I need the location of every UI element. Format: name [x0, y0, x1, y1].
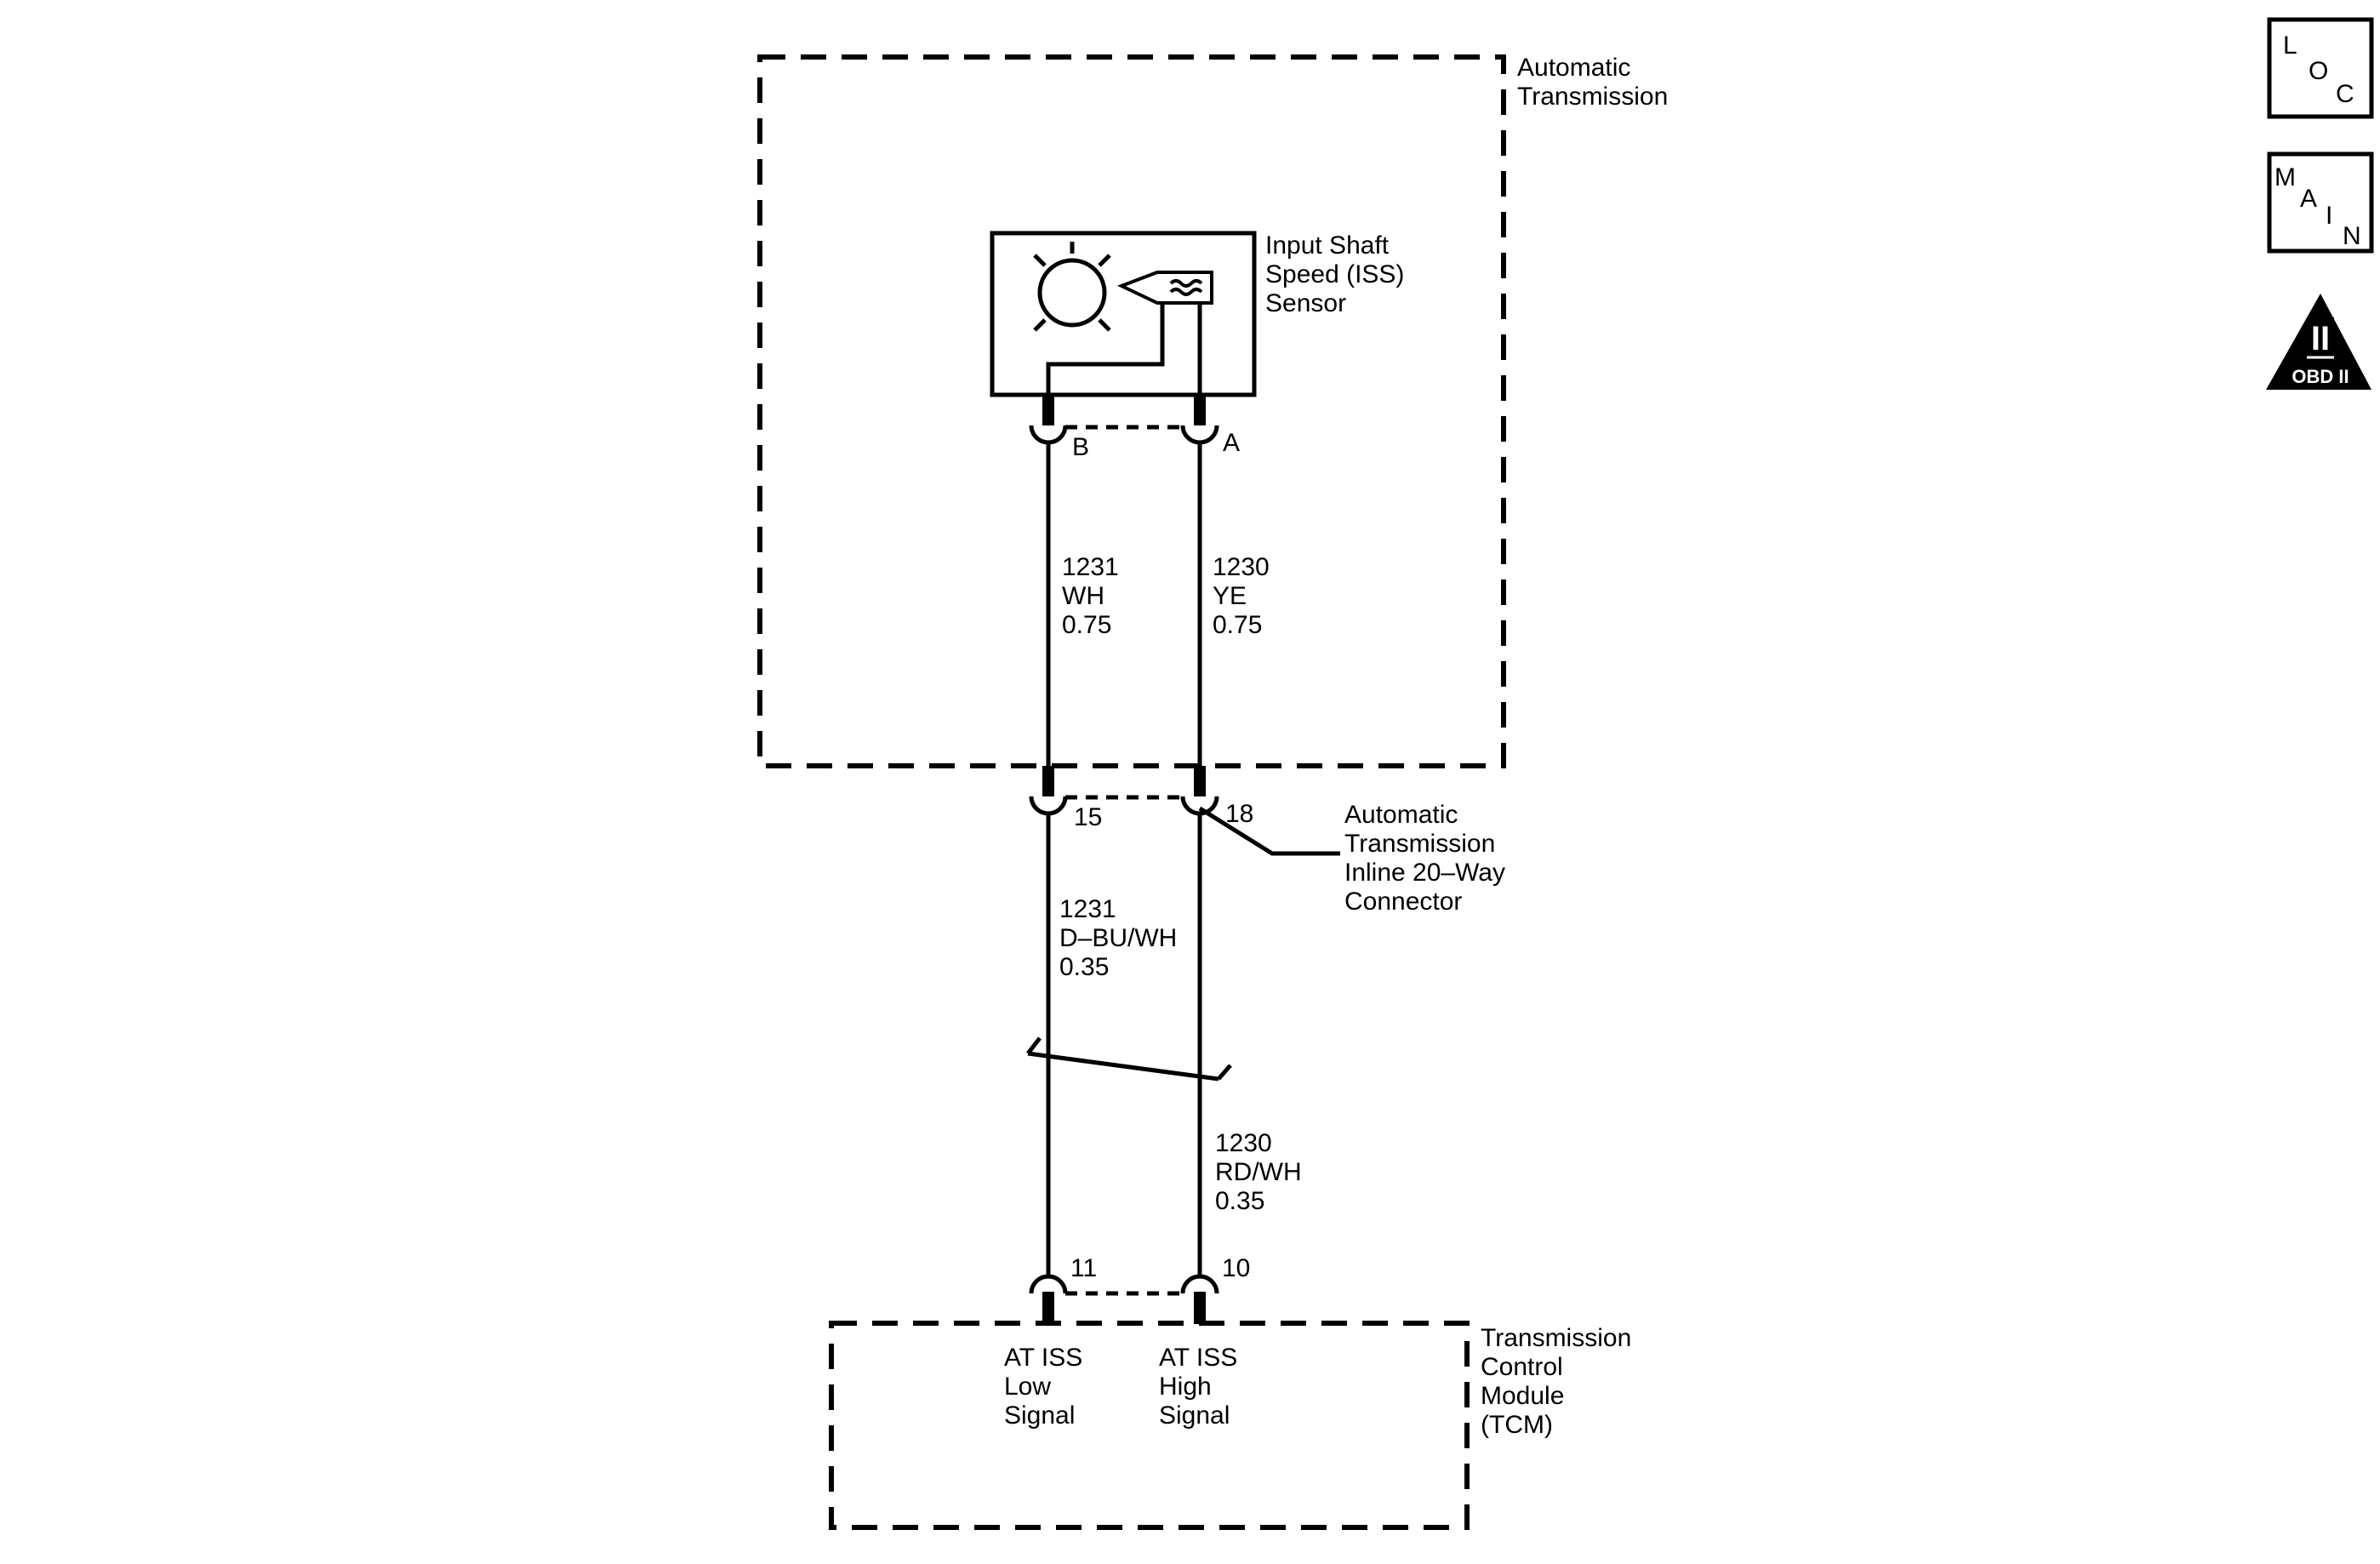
svg-text:C: C [2336, 80, 2354, 108]
svg-text:0.75: 0.75 [1062, 611, 1111, 639]
sensor-tone-wheel-icon [1033, 242, 1111, 332]
svg-text:1230: 1230 [1215, 1129, 1272, 1157]
svg-text:1231: 1231 [1059, 895, 1116, 923]
svg-text:Speed (ISS): Speed (ISS) [1265, 260, 1404, 288]
tcm-signal-high: AT ISS High Signal [1159, 1344, 1237, 1430]
tcm-label: Transmission Control Module (TCM) [1481, 1324, 1631, 1439]
svg-text:M: M [2274, 163, 2296, 191]
wire-label-1231-wh: 1231 WH 0.75 [1062, 553, 1119, 639]
svg-text:Control: Control [1481, 1353, 1563, 1381]
sensor-pickup-icon [1116, 271, 1213, 305]
pin-label-15: 15 [1074, 803, 1102, 831]
svg-text:Automatic: Automatic [1517, 54, 1630, 82]
wire-label-1230-ye: 1230 YE 0.75 [1213, 553, 1270, 639]
pin-label-10: 10 [1222, 1254, 1250, 1282]
svg-text:O: O [2309, 57, 2328, 85]
svg-text:II: II [2311, 320, 2330, 357]
svg-text:0.35: 0.35 [1059, 953, 1109, 981]
svg-text:AT ISS: AT ISS [1004, 1344, 1082, 1372]
svg-text:A: A [2300, 185, 2317, 213]
loc-button[interactable]: L O C [2267, 17, 2374, 119]
svg-text:Transmission: Transmission [1517, 83, 1668, 111]
svg-text:Inline 20–Way: Inline 20–Way [1344, 859, 1505, 887]
obd-ii-icon[interactable]: II OBD II [2266, 294, 2371, 390]
iss-sensor-box [990, 231, 1257, 397]
wires-lower [1046, 813, 1202, 1276]
svg-text:Transmission: Transmission [1481, 1324, 1631, 1352]
twisted-pair-icon [1026, 1036, 1232, 1082]
pin-label-11: 11 [1070, 1254, 1097, 1282]
main-button[interactable]: M A I N [2267, 151, 2374, 254]
tcm-connector [1029, 1274, 1219, 1324]
svg-text:OBD II: OBD II [2292, 366, 2349, 387]
svg-text:Low: Low [1004, 1373, 1051, 1401]
inline-connector [1029, 766, 1340, 856]
wire-label-1231-dbu-wh: 1231 D–BU/WH 0.35 [1059, 895, 1177, 981]
pin-label-a: A [1223, 429, 1240, 457]
svg-text:Transmission: Transmission [1344, 830, 1495, 858]
sensor-connector [1029, 395, 1219, 445]
iss-sensor-label: Input Shaft Speed (ISS) Sensor [1265, 231, 1404, 317]
svg-text:I: I [2326, 202, 2332, 230]
svg-text:Sensor: Sensor [1265, 289, 1346, 317]
svg-text:RD/WH: RD/WH [1215, 1158, 1302, 1186]
svg-text:0.35: 0.35 [1215, 1187, 1264, 1215]
svg-text:YE: YE [1213, 582, 1247, 610]
wire-label-1230-rd-wh: 1230 RD/WH 0.35 [1215, 1129, 1302, 1215]
svg-text:WH: WH [1062, 582, 1104, 610]
wires-upper [1046, 442, 1202, 770]
svg-text:0.75: 0.75 [1213, 611, 1262, 639]
svg-text:AT ISS: AT ISS [1159, 1344, 1237, 1372]
svg-text:Input Shaft: Input Shaft [1265, 231, 1390, 260]
svg-text:Module: Module [1481, 1382, 1564, 1410]
tcm-boundary [829, 1321, 1470, 1530]
inline-connector-label: Automatic Transmission Inline 20–Way Con… [1344, 801, 1505, 916]
svg-text:Connector: Connector [1344, 888, 1462, 916]
svg-text:Signal: Signal [1004, 1401, 1075, 1430]
pin-label-b: B [1072, 433, 1089, 461]
svg-text:L: L [2283, 31, 2297, 60]
transmission-boundary [757, 54, 1506, 768]
pin-label-18: 18 [1225, 800, 1253, 828]
svg-text:1231: 1231 [1062, 553, 1119, 581]
svg-text:N: N [2343, 222, 2361, 250]
svg-text:1230: 1230 [1213, 553, 1270, 581]
svg-text:Signal: Signal [1159, 1401, 1230, 1430]
sensor-internal-wiring [1046, 303, 1202, 400]
svg-text:Automatic: Automatic [1344, 801, 1458, 829]
svg-text:High: High [1159, 1373, 1212, 1401]
tcm-signal-low: AT ISS Low Signal [1004, 1344, 1082, 1430]
svg-text:D–BU/WH: D–BU/WH [1059, 924, 1177, 952]
svg-text:(TCM): (TCM) [1481, 1411, 1553, 1439]
transmission-label: Automatic Transmission [1517, 54, 1668, 111]
